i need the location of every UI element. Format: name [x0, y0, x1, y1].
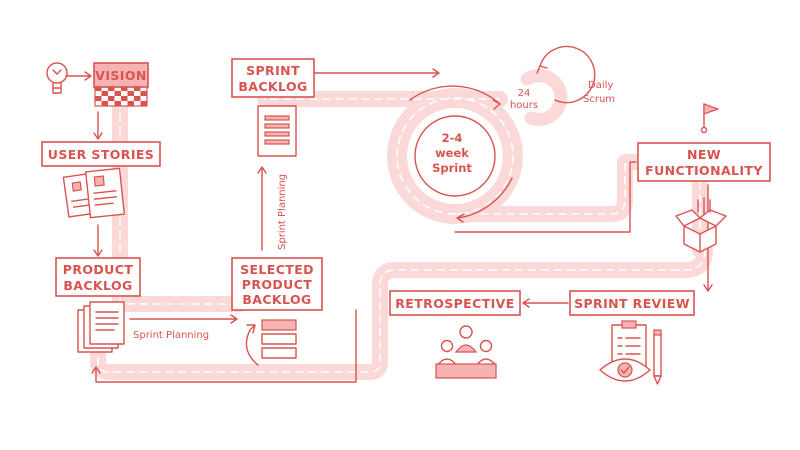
checkered-flag-icon — [94, 85, 148, 107]
new-functionality-line2: FUNCTIONALITY — [645, 163, 763, 178]
new-functionality-node: NEW FUNCTIONALITY — [637, 142, 771, 182]
user-story-cards-icon — [62, 167, 126, 219]
selected-line1: SELECTED — [240, 262, 314, 277]
selected-line3: BACKLOG — [242, 292, 311, 307]
sprint-backlog-doc-icon — [257, 105, 297, 157]
document-stack-icon — [77, 301, 125, 353]
vision-node: VISION — [93, 62, 149, 88]
pencil-icon — [653, 329, 662, 385]
daily-scrum-line2: Scrum — [583, 94, 615, 105]
retrospective-label: RETROSPECTIVE — [395, 296, 514, 311]
sprint-backlog-node: SPRINT BACKLOG — [231, 58, 315, 98]
selected-product-backlog-node: SELECTED PRODUCT BACKLOG — [231, 257, 323, 311]
hours-label-line2: hours — [510, 100, 538, 111]
sprint-duration-line1: 2-4 — [442, 131, 463, 145]
goal-flag-icon — [700, 103, 720, 134]
sprint-review-node: SPRINT REVIEW — [569, 290, 695, 316]
sprint-planning-label-vertical: Sprint Planning — [277, 174, 288, 250]
selected-line2: PRODUCT — [242, 277, 313, 292]
hours-label-line1: 24 — [518, 88, 531, 99]
open-box-icon — [675, 197, 727, 253]
product-backlog-line1: PRODUCT — [63, 262, 134, 277]
sprint-duration-line2: week — [435, 146, 469, 160]
sprint-backlog-line2: BACKLOG — [238, 79, 307, 94]
product-backlog-node: PRODUCT BACKLOG — [55, 257, 141, 297]
vision-label: VISION — [95, 68, 146, 83]
sprint-review-label: SPRINT REVIEW — [574, 296, 690, 311]
lightbulb-icon — [46, 62, 92, 94]
sprint-backlog-line1: SPRINT — [246, 63, 300, 78]
user-stories-node: USER STORIES — [41, 141, 161, 167]
user-stories-label: USER STORIES — [48, 147, 154, 162]
sprint-cycle: 2-4 week Sprint — [414, 115, 496, 197]
sprint-duration-line3: Sprint — [432, 161, 472, 175]
flow-arrows — [91, 45, 713, 383]
daily-scrum-line1: Daily — [588, 80, 613, 91]
new-functionality-line1: NEW — [687, 147, 721, 162]
selected-items-icon — [261, 319, 297, 359]
eye-icon — [599, 358, 651, 382]
sprint-planning-label-horizontal: Sprint Planning — [133, 330, 209, 341]
retrospective-node: RETROSPECTIVE — [389, 290, 521, 316]
product-backlog-line2: BACKLOG — [63, 278, 132, 293]
team-meeting-icon — [435, 325, 497, 379]
